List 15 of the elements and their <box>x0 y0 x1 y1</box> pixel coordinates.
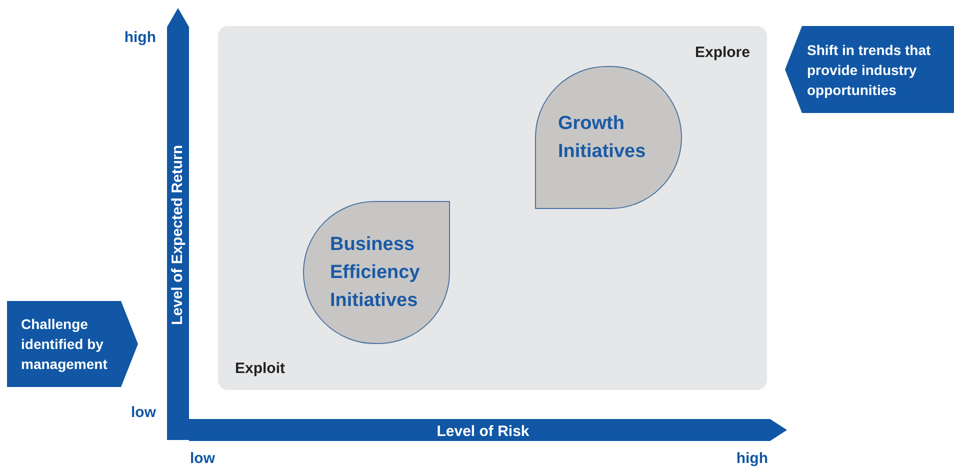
tag-text: Shift in trends that provide industry opportunities <box>807 40 932 100</box>
axis-tick-label: high <box>123 28 156 48</box>
axis-title: Level of Expected Return <box>168 144 187 326</box>
pointer-tag <box>785 26 954 113</box>
tag-text: Challenge identified by management <box>21 315 108 374</box>
axis-tick-label: low <box>190 449 215 469</box>
quadrant-label: Exploit <box>235 358 286 378</box>
axis-tick-label: high <box>735 449 768 469</box>
quadrant-label: Explore <box>694 43 750 63</box>
pointer-tag <box>7 301 138 387</box>
axis-title: Level of Risk <box>436 422 530 442</box>
initiative-label: Business Efficiency Initiatives <box>330 232 421 312</box>
initiative-label: Growth Initiatives <box>558 112 647 164</box>
axis-tick-label: low <box>130 403 156 423</box>
quadrant-panel <box>218 26 767 390</box>
